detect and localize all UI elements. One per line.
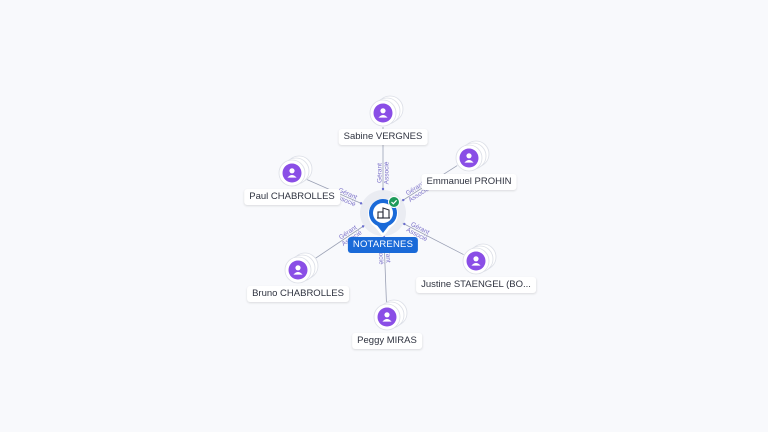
person-label-emmanuel-prohin[interactable]: Emmanuel PROHIN: [421, 174, 517, 190]
user-icon: [287, 168, 297, 178]
user-icon: [378, 108, 388, 118]
persons-layer: [278, 95, 497, 331]
person-label-peggy-miras[interactable]: Peggy MIRAS: [352, 333, 422, 349]
person-node-peggy-miras[interactable]: [373, 299, 408, 331]
person-node-emmanuel-prohin[interactable]: [455, 140, 490, 172]
user-icon: [464, 153, 474, 163]
person-node-paul-chabrolles[interactable]: [278, 155, 313, 187]
edge-arrow-justine-staengel: [403, 222, 406, 226]
person-label-bruno-chabrolles[interactable]: Bruno CHABROLLES: [247, 286, 349, 302]
user-icon: [293, 265, 303, 275]
verified-badge: [388, 196, 400, 208]
user-icon: [471, 256, 481, 266]
company-node[interactable]: [360, 190, 406, 237]
company-pin-tip: [376, 224, 390, 233]
person-label-justine-staengel[interactable]: Justine STAENGEL (BO...: [416, 277, 536, 293]
edge-arrow-paul-chabrolles: [359, 202, 363, 205]
person-node-sabine-vergnes[interactable]: [369, 95, 404, 127]
role-label-associe: Associé: [377, 242, 385, 265]
person-label-sabine-vergnes[interactable]: Sabine VERGNES: [338, 129, 428, 145]
building-icon: [377, 207, 390, 219]
user-icon: [382, 312, 392, 322]
person-node-bruno-chabrolles[interactable]: [284, 252, 319, 284]
edge-justine-staengel: [402, 222, 464, 255]
check-icon: [391, 199, 398, 205]
person-label-paul-chabrolles[interactable]: Paul CHABROLLES: [244, 189, 340, 205]
person-node-justine-staengel[interactable]: [462, 243, 497, 275]
edge-arrow-bruno-chabrolles: [361, 225, 365, 228]
edge-arrow-sabine-vergnes: [381, 187, 385, 191]
edge-bruno-chabrolles: [309, 224, 365, 263]
role-label-gerant: Gérant: [377, 163, 384, 183]
role-label-associe: Associé: [384, 161, 391, 184]
company-name-label[interactable]: NOTARENES: [347, 237, 419, 253]
edge-arrow-emmanuel-prohin: [402, 198, 405, 202]
